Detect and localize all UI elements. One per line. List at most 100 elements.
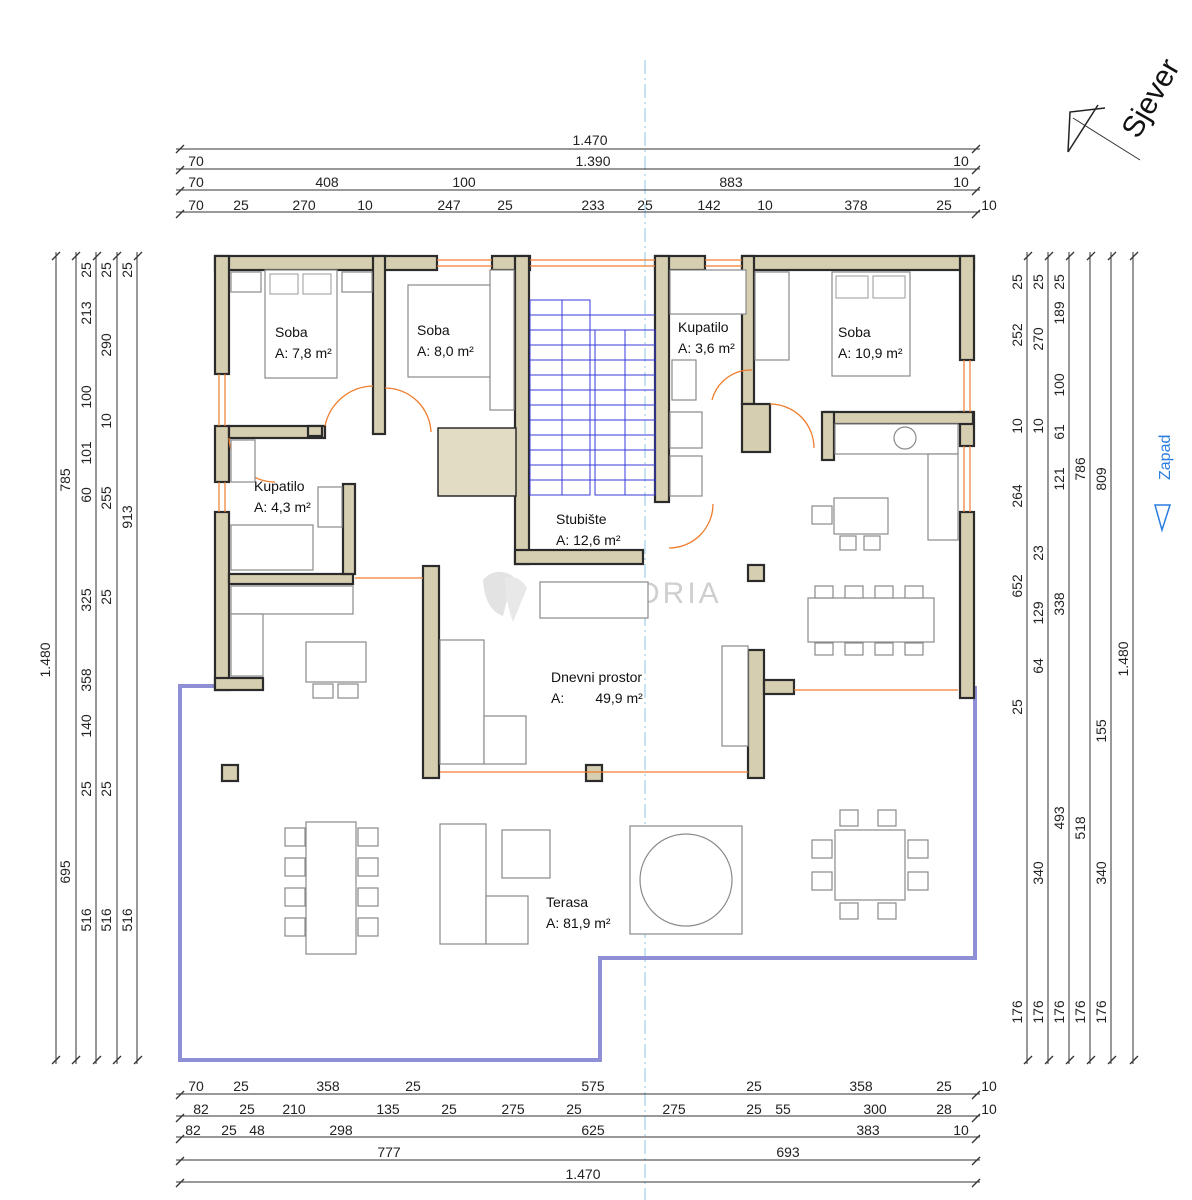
dimension-label: 100 xyxy=(452,174,476,190)
dimension-label: 358 xyxy=(849,1078,873,1094)
dimension-label: 518 xyxy=(1072,816,1088,840)
dimension-label: 10 xyxy=(98,413,114,429)
dimension-label: 298 xyxy=(329,1122,353,1138)
dimension-label: 10 xyxy=(953,1122,969,1138)
dimension-label: 1.390 xyxy=(575,153,610,169)
dimension-tick xyxy=(971,209,981,219)
dimension-label: 210 xyxy=(282,1101,306,1117)
dimension-label: 25 xyxy=(1030,274,1046,290)
room-area: A: 10,9 m² xyxy=(838,345,903,361)
dimension-label: 378 xyxy=(844,197,868,213)
room-name: Stubište xyxy=(556,511,607,527)
dimension-label: 70 xyxy=(188,174,204,190)
dimension-label: 383 xyxy=(856,1122,880,1138)
dimension-label: 340 xyxy=(1093,861,1109,885)
dimension-tick xyxy=(971,165,981,175)
dimension-label: 25 xyxy=(566,1101,582,1117)
terrace-outline xyxy=(178,684,977,1062)
dimension-label: 255 xyxy=(98,486,114,510)
dimension-tick xyxy=(175,186,185,196)
dimension-tick xyxy=(971,1178,981,1188)
dimension-label: 25 xyxy=(78,262,94,278)
room-name: Terasa xyxy=(546,894,588,910)
dimension-tick xyxy=(71,251,81,261)
dimension-label: 129 xyxy=(1030,601,1046,625)
dimension-label: 408 xyxy=(315,174,339,190)
dimension-label: 176 xyxy=(1051,1000,1067,1024)
dimension-label: 25 xyxy=(98,589,114,605)
room-kupatilo-2: Kupatilo A: 4,3 m² xyxy=(254,478,311,515)
dimension-label: 516 xyxy=(119,908,135,932)
dimension-tick xyxy=(971,1090,981,1100)
dimension-label: 10 xyxy=(1009,418,1025,434)
dimension-label: 25 xyxy=(441,1101,457,1117)
dimension-label: 82 xyxy=(185,1122,201,1138)
dimension-tick xyxy=(175,1113,185,1123)
dimension-label: 25 xyxy=(746,1078,762,1094)
room-area: A: 4,3 m² xyxy=(254,499,311,515)
dimension-label: 25 xyxy=(98,262,114,278)
dimension-tick xyxy=(971,186,981,196)
dimension-label: 28 xyxy=(936,1101,952,1117)
dimension-tick xyxy=(1065,251,1075,261)
dimension-label: 70 xyxy=(188,153,204,169)
dimension-label: 82 xyxy=(193,1101,209,1117)
dimension-label: 135 xyxy=(376,1101,400,1117)
dimension-label: 61 xyxy=(1051,424,1067,440)
dimension-label: 695 xyxy=(57,860,73,884)
dimension-tick xyxy=(112,251,122,261)
dimension-label: 777 xyxy=(377,1144,401,1160)
dimension-label: 264 xyxy=(1009,484,1025,508)
dimension-label: 25 xyxy=(1009,274,1025,290)
dimension-label: 270 xyxy=(292,197,316,213)
dimension-label: 213 xyxy=(78,301,94,325)
dimension-label: 1.480 xyxy=(37,642,53,677)
dimension-label: 25 xyxy=(936,197,952,213)
dimension-label: 25 xyxy=(233,197,249,213)
dimension-label: 70 xyxy=(188,1078,204,1094)
dimension-tick xyxy=(971,1113,981,1123)
dimension-label: 247 xyxy=(437,197,461,213)
room-labels: Soba A: 7,8 m² Soba A: 8,0 m² Kupatilo A… xyxy=(254,319,903,931)
dimension-label: 652 xyxy=(1009,574,1025,598)
dimension-label: 252 xyxy=(1009,323,1025,347)
room-area: A: 8,0 m² xyxy=(417,343,474,359)
dimension-label: 100 xyxy=(1051,373,1067,397)
dimension-label: 275 xyxy=(662,1101,686,1117)
dimension-label: 176 xyxy=(1093,1000,1109,1024)
dimension-label: 25 xyxy=(233,1078,249,1094)
dimension-label: 176 xyxy=(1009,1000,1025,1024)
dimension-label: 358 xyxy=(78,668,94,692)
dimension-label: 25 xyxy=(119,262,135,278)
dimension-label: 48 xyxy=(249,1122,265,1138)
room-area: A: 49,9 m² xyxy=(551,690,643,706)
dimension-label: 55 xyxy=(775,1101,791,1117)
room-area: A: 3,6 m² xyxy=(678,340,735,356)
dimension-tick xyxy=(1129,251,1139,261)
north-arrow: Sjever xyxy=(1067,53,1187,161)
room-terasa: Terasa A: 81,9 m² xyxy=(546,894,611,931)
room-area: A: 81,9 m² xyxy=(546,915,611,931)
dimension-label: 338 xyxy=(1051,592,1067,616)
room-soba-3: Soba A: 10,9 m² xyxy=(838,324,903,361)
dimension-tick xyxy=(112,1055,122,1065)
dimension-tick xyxy=(175,165,185,175)
room-name: Soba xyxy=(838,324,871,340)
room-name: Soba xyxy=(417,322,450,338)
dimension-label: 25 xyxy=(746,1101,762,1117)
dimension-tick xyxy=(1107,251,1117,261)
dimension-label: 275 xyxy=(501,1101,525,1117)
dimension-tick xyxy=(133,1055,143,1065)
dimension-tick xyxy=(175,1090,185,1100)
dimension-label: 10 xyxy=(1030,418,1046,434)
dimension-label: 693 xyxy=(776,1144,800,1160)
room-kupatilo-1: Kupatilo A: 3,6 m² xyxy=(678,319,735,356)
room-name: Soba xyxy=(275,324,308,340)
dimension-tick xyxy=(1086,251,1096,261)
dimension-label: 233 xyxy=(581,197,605,213)
dimension-label: 1.470 xyxy=(565,1166,600,1182)
dimension-lines xyxy=(55,148,1134,1183)
west-label: Zapad xyxy=(1157,435,1174,480)
